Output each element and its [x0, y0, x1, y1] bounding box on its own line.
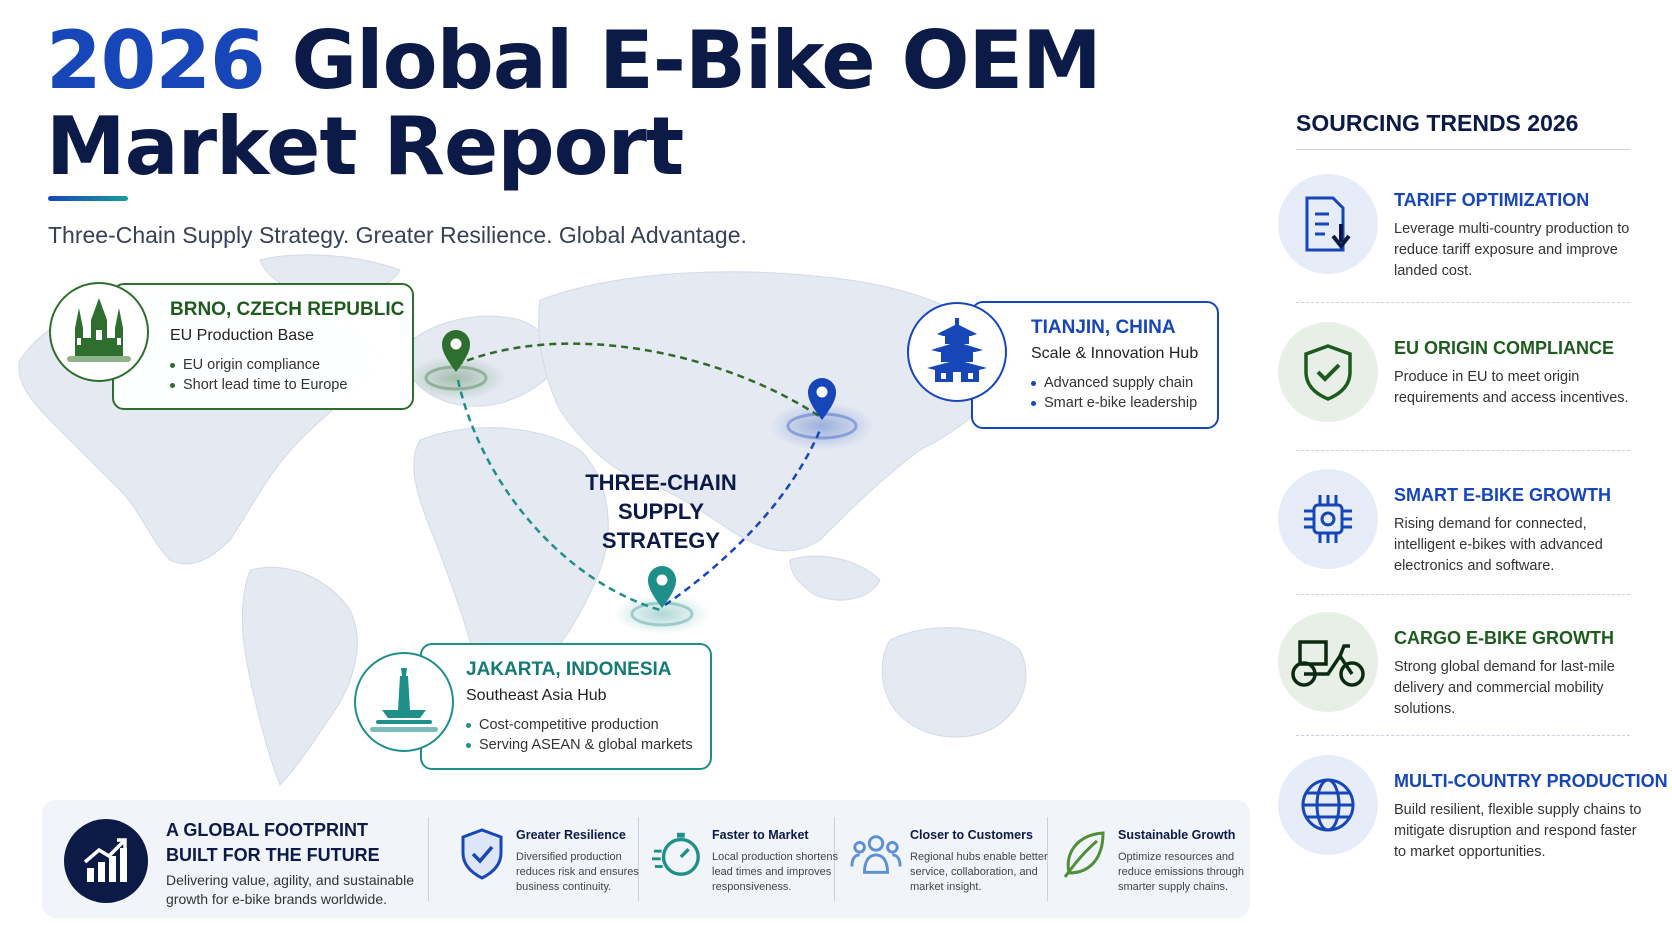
sidebar-heading: SOURCING TRENDS 2026 — [1296, 110, 1579, 136]
feature-item: Faster to Market Local production shorte… — [652, 823, 862, 903]
location-name: TIANJIN, CHINA — [1031, 317, 1176, 338]
people-icon — [850, 825, 902, 883]
tianjin-glow — [770, 402, 874, 450]
trend-description: Leverage multi-country production to red… — [1394, 221, 1630, 279]
trend-divider — [1296, 450, 1630, 451]
title-line-1-text: Global E-Bike OEM — [291, 14, 1102, 107]
location-card-jakarta: JAKARTA, INDONESIA Southeast Asia Hub Co… — [420, 643, 712, 770]
trend-item: TARIFF OPTIMIZATION Leverage multi-count… — [1278, 174, 1658, 302]
title-year: 2026 — [46, 14, 266, 107]
location-bullet: Short lead time to Europe — [170, 377, 412, 393]
location-card-brno: BRNO, CZECH REPUBLIC EU Production Base … — [112, 283, 414, 410]
world-map — [18, 254, 1027, 786]
feature-description: Local production shortens lead times and… — [712, 851, 838, 893]
feature-title: Closer to Customers — [910, 828, 1033, 842]
location-role: Scale & Innovation Hub — [1031, 345, 1199, 362]
continent-south-america — [241, 566, 358, 786]
route-brno-tianjin — [455, 342, 823, 420]
location-role: EU Production Base — [170, 327, 315, 344]
page-subtitle: Three-Chain Supply Strategy. Greater Res… — [48, 222, 747, 248]
footer-divider — [638, 817, 639, 901]
feature-item: Closer to Customers Regional hubs enable… — [850, 823, 1060, 903]
feature-title: Sustainable Growth — [1118, 828, 1236, 842]
shield-check-icon — [456, 825, 508, 883]
monument-icon — [354, 652, 454, 752]
stopwatch-icon — [652, 825, 704, 883]
footer-divider — [1047, 817, 1048, 901]
sidebar-divider — [1296, 149, 1630, 150]
page-title: 2026 Global E-Bike OEM Market Report — [46, 18, 1102, 193]
trend-item: CARGO E-BIKE GROWTH Strong global demand… — [1278, 612, 1658, 740]
feature-title: Faster to Market — [712, 828, 809, 842]
trend-description: Build resilient, flexible supply chains … — [1394, 802, 1642, 860]
location-card-tianjin: TIANJIN, CHINA Scale & Innovation Hub Ad… — [971, 301, 1219, 429]
footer-divider — [834, 817, 835, 901]
shield-check-icon — [1278, 322, 1378, 422]
trend-title: EU ORIGIN COMPLIANCE — [1394, 338, 1615, 358]
jakarta-pin-icon — [648, 566, 676, 608]
document-download-icon — [1278, 174, 1378, 274]
center-strategy-label: THREE-CHAIN SUPPLY STRATEGY — [585, 470, 737, 553]
trend-item: MULTI-COUNTRY PRODUCTION Build resilient… — [1278, 755, 1668, 883]
feature-description: Optimize resources and reduce emissions … — [1118, 851, 1244, 893]
brno-glow — [406, 356, 506, 400]
location-name: JAKARTA, INDONESIA — [466, 659, 672, 680]
trend-divider — [1296, 594, 1630, 595]
leaf-icon — [1058, 825, 1110, 883]
feature-description: Diversified production reduces risk and … — [516, 851, 639, 893]
location-name: BRNO, CZECH REPUBLIC — [170, 299, 405, 320]
trend-divider — [1296, 735, 1630, 736]
location-bullet: Smart e-bike leadership — [1031, 395, 1217, 411]
feature-item: Sustainable Growth Optimize resources an… — [1058, 823, 1268, 903]
route-brno-jakarta — [456, 379, 661, 612]
trend-item: EU ORIGIN COMPLIANCE Produce in EU to me… — [1278, 322, 1658, 450]
cathedral-icon — [49, 282, 149, 382]
footprint-description: Delivering value, agility, and sustainab… — [166, 872, 414, 907]
location-role: Southeast Asia Hub — [466, 687, 607, 704]
globe-icon — [1278, 755, 1378, 855]
cargo-bike-icon — [1278, 612, 1378, 712]
trend-title: TARIFF OPTIMIZATION — [1394, 190, 1590, 210]
route-jakarta-tianjin — [664, 429, 822, 607]
continent-australia — [881, 627, 1027, 738]
footprint-title: A GLOBAL FOOTPRINT BUILT FOR THE FUTURE — [166, 820, 380, 865]
title-line-1: 2026 Global E-Bike OEM — [46, 18, 1102, 104]
location-bullet: Serving ASEAN & global markets — [466, 737, 710, 753]
jakarta-glow — [614, 594, 710, 634]
trend-description: Rising demand for connected, intelligent… — [1394, 516, 1603, 574]
location-bullet: Advanced supply chain — [1031, 375, 1217, 391]
trend-title: MULTI-COUNTRY PRODUCTION — [1394, 771, 1668, 791]
chip-icon — [1278, 469, 1378, 569]
trend-description: Produce in EU to meet origin requirement… — [1394, 369, 1629, 406]
footer-band — [42, 800, 1250, 918]
trend-title: SMART E-BIKE GROWTH — [1394, 485, 1611, 505]
tianjin-pin-icon — [808, 378, 836, 420]
continent-asia — [538, 271, 1011, 552]
feature-description: Regional hubs enable better service, col… — [910, 851, 1048, 893]
pagoda-icon — [907, 302, 1007, 402]
footer-divider — [428, 817, 429, 901]
trend-title: CARGO E-BIKE GROWTH — [1394, 628, 1614, 648]
feature-item: Greater Resilience Diversified productio… — [456, 823, 666, 903]
brno-pin-icon — [442, 330, 470, 372]
location-bullet: EU origin compliance — [170, 357, 412, 373]
trend-item: SMART E-BIKE GROWTH Rising demand for co… — [1278, 469, 1658, 597]
feature-title: Greater Resilience — [516, 828, 626, 842]
title-accent-bar — [48, 196, 128, 201]
trend-description: Strong global demand for last-mile deliv… — [1394, 659, 1615, 717]
location-bullet: Cost-competitive production — [466, 717, 710, 733]
growth-chart-icon — [64, 819, 148, 903]
trend-divider — [1296, 302, 1630, 303]
title-line-2: Market Report — [46, 100, 684, 193]
